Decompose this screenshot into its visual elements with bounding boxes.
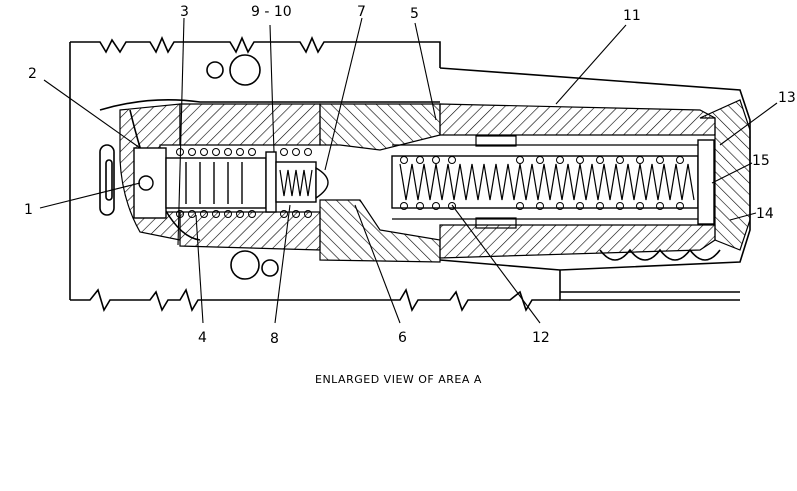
spring-bore: [391, 139, 715, 225]
callout-15: 15: [752, 153, 770, 169]
leader-lines: [39, 17, 778, 324]
large-spring: [399, 163, 695, 201]
housing-outline: [69, 35, 751, 312]
callout-9-10: 9 - 10: [251, 4, 292, 20]
callout-8: 8: [270, 331, 279, 347]
callout-4: 4: [198, 330, 207, 346]
callout-1: 1: [24, 202, 33, 218]
sleeve-lines: [392, 135, 698, 229]
callout-7: 7: [357, 4, 366, 20]
ball-row-left: [176, 148, 312, 218]
callout-11: 11: [623, 8, 641, 24]
callout-6: 6: [398, 330, 407, 346]
callout-12: 12: [532, 330, 550, 346]
callout-3: 3: [180, 4, 189, 20]
callout-13: 13: [778, 90, 796, 106]
ball-row-right: [400, 156, 684, 210]
callout-2: 2: [28, 66, 37, 82]
figure-caption: ENLARGED VIEW OF AREA A: [315, 373, 482, 386]
callout-5: 5: [410, 6, 419, 22]
callout-labels: 1 2 3 4 5 6 7 8 9 - 10 11 12 13 15 14: [24, 4, 796, 347]
callout-14: 14: [756, 206, 774, 222]
small-spring: [279, 169, 313, 197]
spool-assembly: [133, 147, 329, 219]
